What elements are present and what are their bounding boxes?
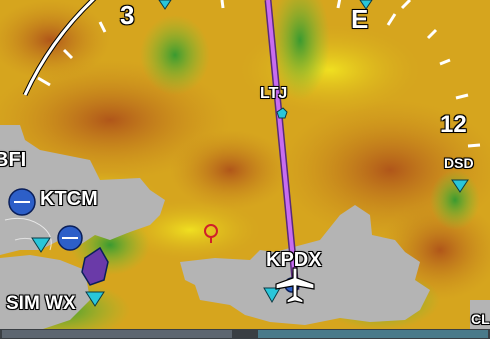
airport-kpdx-label[interactable]: KPDX (266, 249, 322, 271)
airport-ktcm-label[interactable]: KTCM (40, 188, 98, 210)
waypoint-ltj-label[interactable]: LTJ (260, 85, 288, 102)
compass-label-30: 3 (120, 0, 135, 30)
sim-wx-label: SIM WX (6, 293, 76, 314)
bottom-status-bar (0, 329, 490, 339)
airport-bfi-label[interactable]: BFI (0, 149, 27, 171)
compass-label-120: 12 (440, 111, 467, 138)
edge-label-cl: CL (471, 311, 490, 327)
ownship-aircraft (275, 267, 315, 304)
compass-label-east: E (351, 4, 369, 34)
waypoint-dsd-label[interactable]: DSD (444, 155, 474, 171)
navaid-markers (31, 0, 469, 307)
compass-ticks (37, 0, 481, 148)
